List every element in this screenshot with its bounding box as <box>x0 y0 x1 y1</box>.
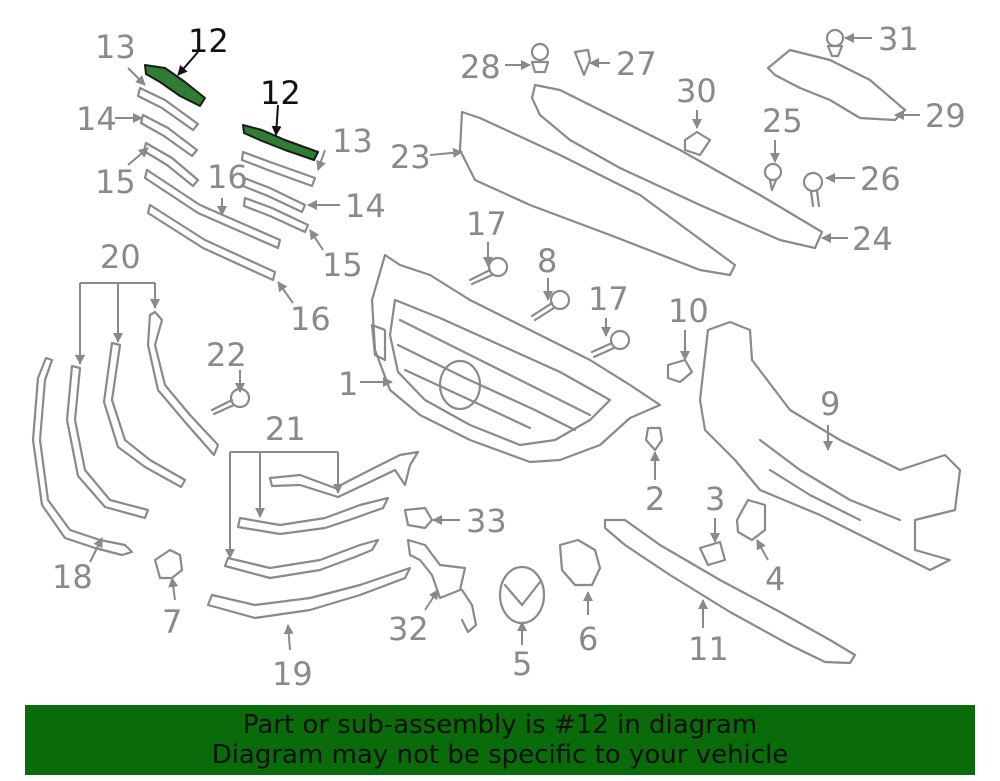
callout-33: 33 <box>466 502 507 540</box>
part-6-sensor-holder[interactable] <box>558 538 602 587</box>
part-20-strip-a[interactable] <box>65 364 150 520</box>
callout-24: 24 <box>852 220 893 258</box>
callout-17-b: 17 <box>588 280 629 318</box>
callout-26: 26 <box>860 160 901 198</box>
part-21-strip-low[interactable] <box>223 538 380 580</box>
callout-32: 32 <box>388 610 429 648</box>
part-15-molding-left[interactable] <box>142 141 200 188</box>
part-24-shield[interactable] <box>530 83 824 250</box>
part-16-molding-left-a[interactable] <box>143 168 282 250</box>
part-7-bracket[interactable] <box>153 548 184 580</box>
callout-29: 29 <box>925 97 966 135</box>
notice-banner: Part or sub-assembly is #12 in diagram D… <box>25 705 975 775</box>
part-14-molding-left[interactable] <box>139 113 199 158</box>
notice-line-2: Diagram may not be specific to your vehi… <box>211 740 789 770</box>
callout-14-left: 14 <box>76 100 117 138</box>
part-5-emblem-inner <box>503 580 542 607</box>
callout-7: 7 <box>162 603 182 641</box>
part-17-bolt-b[interactable] <box>590 329 631 359</box>
part-8-bolt[interactable] <box>530 289 571 322</box>
part-18-side-strip[interactable] <box>31 356 134 557</box>
callout-23: 23 <box>390 138 431 176</box>
part-13-molding-right[interactable] <box>240 150 317 188</box>
callout-18: 18 <box>52 558 93 596</box>
part-25-clip[interactable] <box>763 162 783 192</box>
callout-11: 11 <box>688 630 729 668</box>
part-27-pushpin[interactable] <box>573 48 592 77</box>
part-13-molding-left[interactable] <box>136 86 200 132</box>
part-19-lower-strip[interactable] <box>206 566 412 620</box>
callout-27: 27 <box>616 45 657 83</box>
callout-20: 20 <box>100 238 141 276</box>
callout-15-right: 15 <box>322 246 363 284</box>
callout-4: 4 <box>765 560 785 598</box>
part-2-pin[interactable] <box>644 426 664 452</box>
part-31-clip[interactable] <box>825 28 845 58</box>
part-29-cover[interactable] <box>766 48 907 122</box>
part-21-strip-top[interactable] <box>268 450 420 499</box>
part-3-clip[interactable] <box>698 540 727 567</box>
leader-lines <box>75 33 920 651</box>
callout-5: 5 <box>512 645 532 683</box>
part-23-upper-panel[interactable] <box>458 110 737 277</box>
part-30-tag[interactable] <box>683 130 712 157</box>
part-14-molding-right[interactable] <box>241 176 307 214</box>
callout-16-upper: 16 <box>207 158 248 196</box>
callout-25: 25 <box>762 102 803 140</box>
callout-15-left: 15 <box>95 163 136 201</box>
part-20-strip-b[interactable] <box>102 341 187 489</box>
callout-22: 22 <box>206 336 247 374</box>
part-22-bolt[interactable] <box>210 387 251 416</box>
callout-10: 10 <box>668 292 709 330</box>
callout-6: 6 <box>578 620 598 658</box>
callout-17-a: 17 <box>466 205 507 243</box>
part-12-molding-left[interactable] <box>144 64 206 107</box>
part-5-emblem[interactable] <box>498 565 546 625</box>
parts-diagram: 12 12 13 13 14 14 15 15 16 16 20 18 7 21… <box>31 20 966 693</box>
part-32-sensor-bracket[interactable] <box>406 538 478 634</box>
part-17-bolt-a[interactable] <box>468 256 509 286</box>
callout-13-left: 13 <box>95 28 136 66</box>
callout-14-right: 14 <box>345 187 386 225</box>
part-1-grille[interactable] <box>370 253 662 464</box>
part-4-bracket[interactable] <box>735 498 767 542</box>
callout-3: 3 <box>705 480 725 518</box>
callout-31: 31 <box>878 20 919 58</box>
callout-19: 19 <box>272 655 313 693</box>
part-15-molding-right[interactable] <box>242 196 310 234</box>
part-28-clip[interactable] <box>530 42 550 74</box>
callout-9: 9 <box>820 385 840 423</box>
callout-16-lower: 16 <box>290 300 331 338</box>
callout-21: 21 <box>265 410 306 448</box>
part-16-molding-left-b[interactable] <box>146 203 277 282</box>
part-10-clip[interactable] <box>666 358 694 384</box>
callout-1: 1 <box>338 365 358 403</box>
part-33-connector[interactable] <box>403 506 434 530</box>
callout-2: 2 <box>645 480 665 518</box>
part-11-lower-bar[interactable] <box>603 518 857 665</box>
part-20-strip-c[interactable] <box>146 310 220 457</box>
callout-28: 28 <box>460 48 501 86</box>
callout-30: 30 <box>676 72 717 110</box>
part-26-bolt[interactable] <box>802 171 824 208</box>
callout-13-right: 13 <box>332 122 373 160</box>
part-12-molding-right[interactable] <box>242 124 319 161</box>
callout-12-left: 12 <box>188 22 229 60</box>
part-9-reinforcement[interactable] <box>698 320 962 572</box>
part-21-strip-mid[interactable] <box>236 496 390 536</box>
callout-8: 8 <box>537 242 557 280</box>
notice-line-1: Part or sub-assembly is #12 in diagram <box>242 710 758 740</box>
callout-12-right: 12 <box>260 74 301 112</box>
